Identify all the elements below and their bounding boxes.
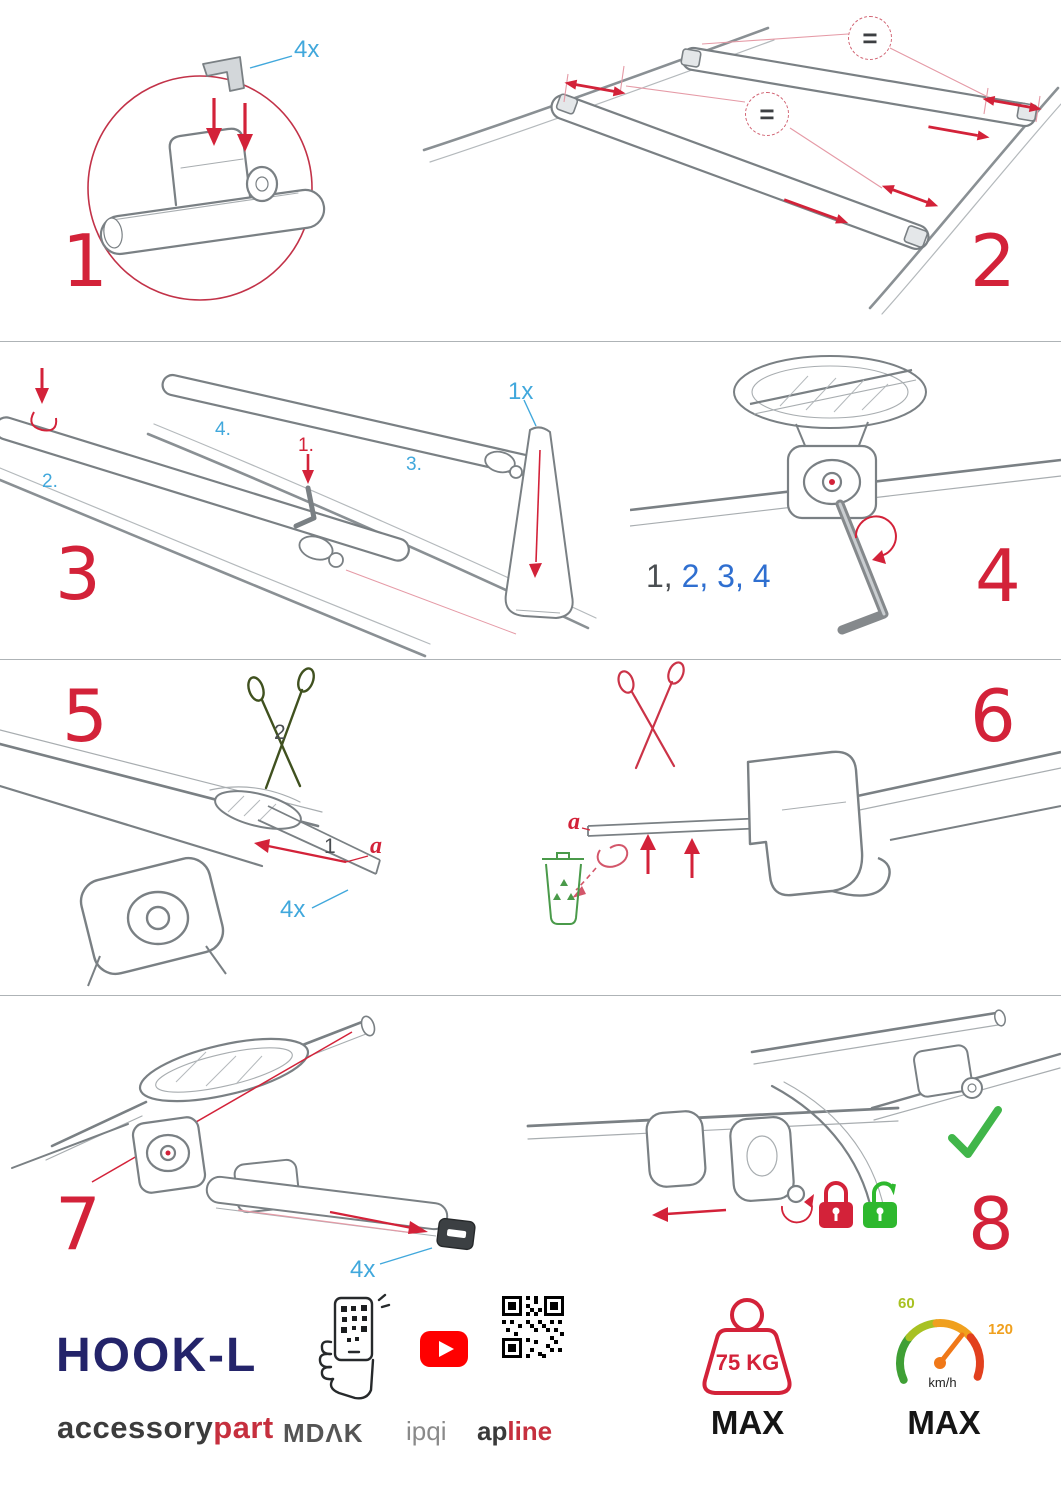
phone-qr-icon — [318, 1293, 391, 1400]
step-1-illustration — [87, 55, 326, 301]
bracket-part-icon — [202, 56, 245, 92]
step-4-illustration — [630, 355, 1061, 635]
step-4-panel: 1, 2, 3, 4 4 — [630, 342, 1061, 659]
step-8-number: 8 — [968, 1182, 1014, 1266]
step-5-illustration — [0, 667, 381, 987]
qr-code-icon — [502, 1296, 564, 1358]
step4-sequence-label: 1, 2, 3, 4 — [646, 560, 771, 592]
step6-a-label: a — [568, 809, 580, 835]
step7-qty-label: 4x — [350, 1256, 376, 1283]
mdak-logo: MDΛK — [283, 1418, 364, 1448]
allen-key-icon — [293, 485, 317, 529]
step-7-illustration — [11, 1015, 476, 1265]
step3-substep-4-label: 4. — [215, 419, 231, 440]
equals-badge: = — [745, 92, 789, 136]
step5-substep-2-label: 2 — [274, 721, 286, 744]
step-5-panel: 2 1 a 4x 5 — [0, 660, 530, 995]
ipqi-logo: ipqi — [406, 1416, 447, 1446]
product-name: HOOK-L — [56, 1329, 258, 1382]
step-8-illustration — [526, 1009, 1061, 1228]
step3-qty-label: 1x — [508, 378, 534, 405]
apline-line-part: line — [507, 1416, 553, 1446]
max-weight-icon — [702, 1298, 792, 1395]
step-2-panel: = = 2 — [420, 0, 1061, 341]
speed-min-tick: 60 — [898, 1295, 915, 1312]
lock-open-icon — [863, 1181, 897, 1228]
step3-substep-1-label: 1. — [298, 435, 314, 456]
brand-logo: accessorypart — [57, 1412, 274, 1443]
step3-substep-3-label: 3. — [406, 454, 422, 475]
step-7-number: 7 — [55, 1182, 101, 1266]
scissors-icon — [617, 661, 685, 770]
step-3-number: 3 — [55, 532, 101, 616]
step-5-number: 5 — [62, 674, 108, 758]
lock-closed-icon — [819, 1181, 853, 1228]
checkmark-icon — [948, 1106, 1002, 1158]
youtube-icon — [420, 1331, 468, 1367]
scissors-icon — [247, 667, 315, 790]
step-3-illustration — [0, 368, 597, 658]
step-2-illustration — [422, 26, 1061, 315]
max-weight-value: 75 KG — [715, 1350, 780, 1375]
step-6-illustration — [542, 661, 1061, 925]
footer: HOOK-L accessorypart MDΛK ipqi — [0, 1290, 1061, 1500]
speed-max-tick: 120 — [988, 1321, 1014, 1338]
step5-substep-1-label: 1 — [324, 835, 336, 858]
step5-a-label: a — [370, 833, 382, 859]
step-6-number: 6 — [970, 674, 1016, 758]
section-divider — [0, 659, 1061, 660]
section-divider — [0, 995, 1061, 996]
apline-logo: apline — [477, 1418, 552, 1444]
step-1-number: 1 — [62, 219, 108, 303]
step3-substep-2-label: 2. — [42, 471, 58, 492]
step-4-number: 4 — [975, 534, 1021, 618]
step-3-panel: 4. 1. 3. 2. 1x 3 — [0, 342, 630, 659]
step-2-number: 2 — [970, 219, 1016, 303]
step-1-panel: 4x 1 — [0, 0, 420, 341]
step5-qty-label: 4x — [280, 896, 306, 923]
section-divider — [0, 341, 1061, 342]
step4-seq-next: 2, 3, 4 — [681, 558, 771, 594]
step1-qty-label: 4x — [294, 36, 320, 63]
max-speed-label: MAX — [907, 1404, 981, 1441]
max-weight-label: MAX — [710, 1404, 785, 1441]
trash-bin-icon — [542, 852, 584, 925]
speed-unit-label: km/h — [928, 1375, 957, 1390]
equals-badge: = — [848, 16, 892, 60]
apline-ap-part: ap — [477, 1416, 508, 1446]
brand-gray-part: accessory — [57, 1410, 214, 1445]
step-8-panel: 8 — [520, 996, 1061, 1290]
speedometer-icon — [896, 1319, 984, 1384]
step-6-panel: a 6 — [530, 660, 1061, 995]
step4-seq-done: 1, — [646, 558, 673, 594]
brand-red-part: part — [213, 1410, 274, 1445]
step-7-panel: 4x 7 — [0, 996, 520, 1290]
